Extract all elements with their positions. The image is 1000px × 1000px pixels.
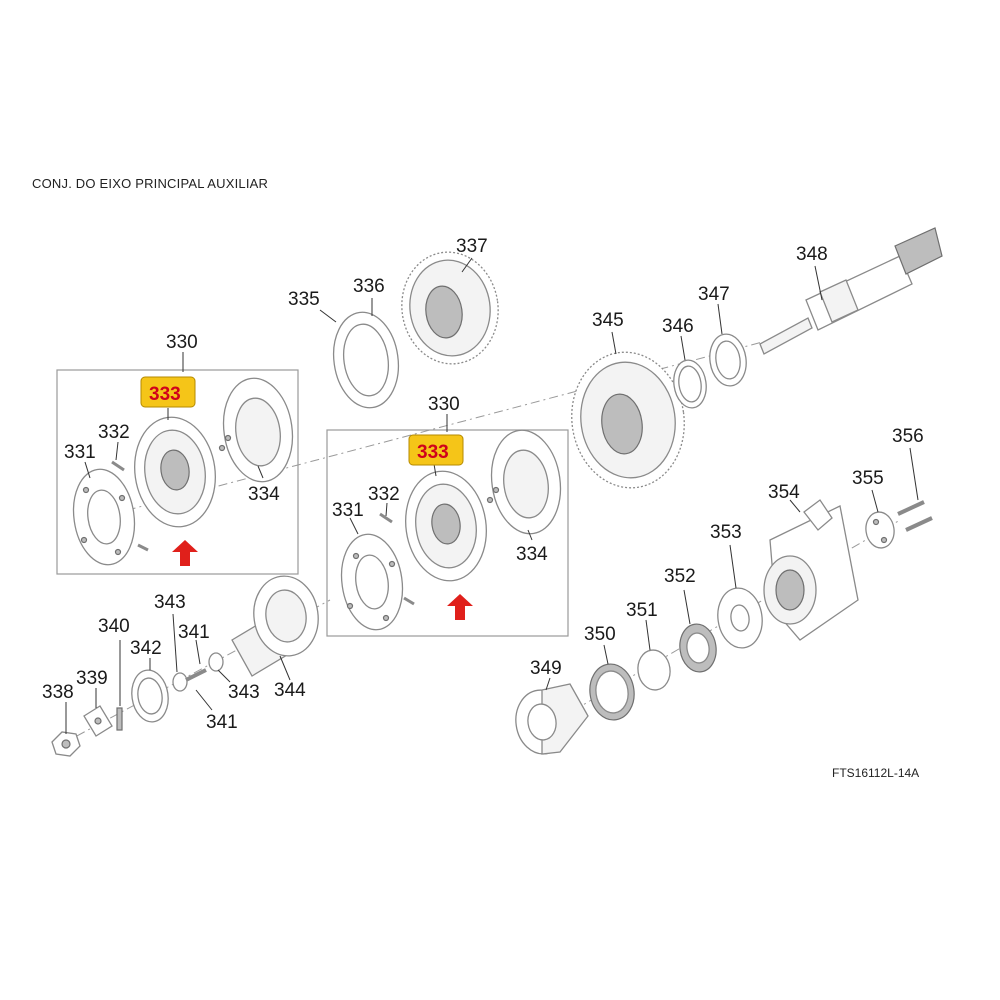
- part-349-bearing: [515, 683, 589, 755]
- label-350: 350: [584, 624, 616, 645]
- label-334-center: 334: [516, 544, 548, 565]
- part-334-center-plate: [486, 429, 562, 535]
- label-356: 356: [892, 426, 924, 447]
- left-group-arrow: [172, 540, 198, 566]
- part-350-seal: [589, 663, 635, 721]
- label-333-center: 333: [417, 442, 449, 463]
- part-342-washer: [131, 669, 169, 723]
- label-331-left: 331: [64, 442, 96, 463]
- part-332-center-screws: [379, 512, 415, 606]
- part-331-center-flange: [340, 533, 404, 631]
- part-335-washer: [332, 311, 400, 409]
- label-346: 346: [662, 316, 694, 337]
- label-354: 354: [768, 482, 800, 503]
- label-353: 353: [710, 522, 742, 543]
- part-351-snap-ring: [637, 649, 671, 691]
- part-337-gear: [401, 251, 499, 365]
- label-343-lower: 343: [228, 682, 260, 703]
- part-332-left-screws: [111, 460, 149, 552]
- label-352: 352: [664, 566, 696, 587]
- label-355: 355: [852, 468, 884, 489]
- label-342: 342: [130, 638, 162, 659]
- leader-lines: [65, 257, 919, 734]
- label-331-center: 331: [332, 500, 364, 521]
- label-339: 339: [76, 668, 108, 689]
- part-355-plate: [865, 511, 895, 549]
- part-333-left-synchro-hub: [134, 416, 216, 528]
- label-330-left: 330: [166, 332, 198, 353]
- part-343-rings: [172, 652, 224, 692]
- label-330-center: 330: [428, 394, 460, 415]
- center-group-arrow: [447, 594, 473, 620]
- part-333-center-synchro-hub: [405, 470, 487, 582]
- label-341-upper: 341: [178, 622, 210, 643]
- highlight-box-333-left: [140, 376, 196, 408]
- label-333-left: 333: [149, 384, 181, 405]
- part-340-pin: [116, 707, 123, 731]
- part-356-bolts: [897, 500, 933, 532]
- label-341-lower: 341: [206, 712, 238, 733]
- label-348: 348: [796, 244, 828, 265]
- label-336: 336: [353, 276, 385, 297]
- part-353-washer: [717, 587, 763, 649]
- label-337: 337: [456, 236, 488, 257]
- part-334-left-plate: [218, 377, 294, 483]
- part-346-ring: [673, 359, 707, 409]
- part-352-nut: [679, 623, 717, 673]
- part-331-left-flange: [72, 468, 136, 566]
- part-341-pins: [185, 668, 207, 682]
- part-338-nut: [51, 731, 81, 757]
- label-332-center: 332: [368, 484, 400, 505]
- label-335: 335: [288, 289, 320, 310]
- part-344-splined-hub: [231, 575, 319, 677]
- group-box-left: [56, 369, 299, 575]
- label-338: 338: [42, 682, 74, 703]
- part-348-shaft: [759, 227, 943, 355]
- label-351: 351: [626, 600, 658, 621]
- diagram-title: CONJ. DO EIXO PRINCIPAL AUXILIAR: [32, 176, 269, 191]
- part-345-gear: [571, 351, 685, 489]
- label-334-left: 334: [248, 484, 280, 505]
- highlight-box-333-center: [408, 434, 464, 466]
- label-347: 347: [698, 284, 730, 305]
- label-340: 340: [98, 616, 130, 637]
- label-332-left: 332: [98, 422, 130, 443]
- label-349: 349: [530, 658, 562, 679]
- part-347-ring: [709, 333, 747, 387]
- label-344: 344: [274, 680, 306, 701]
- part-354-yoke: [763, 499, 859, 641]
- part-339-lock: [83, 705, 113, 737]
- label-345: 345: [592, 310, 624, 331]
- drawing-code: FTS16112L-14A: [832, 766, 920, 780]
- label-343-upper: 343: [154, 592, 186, 613]
